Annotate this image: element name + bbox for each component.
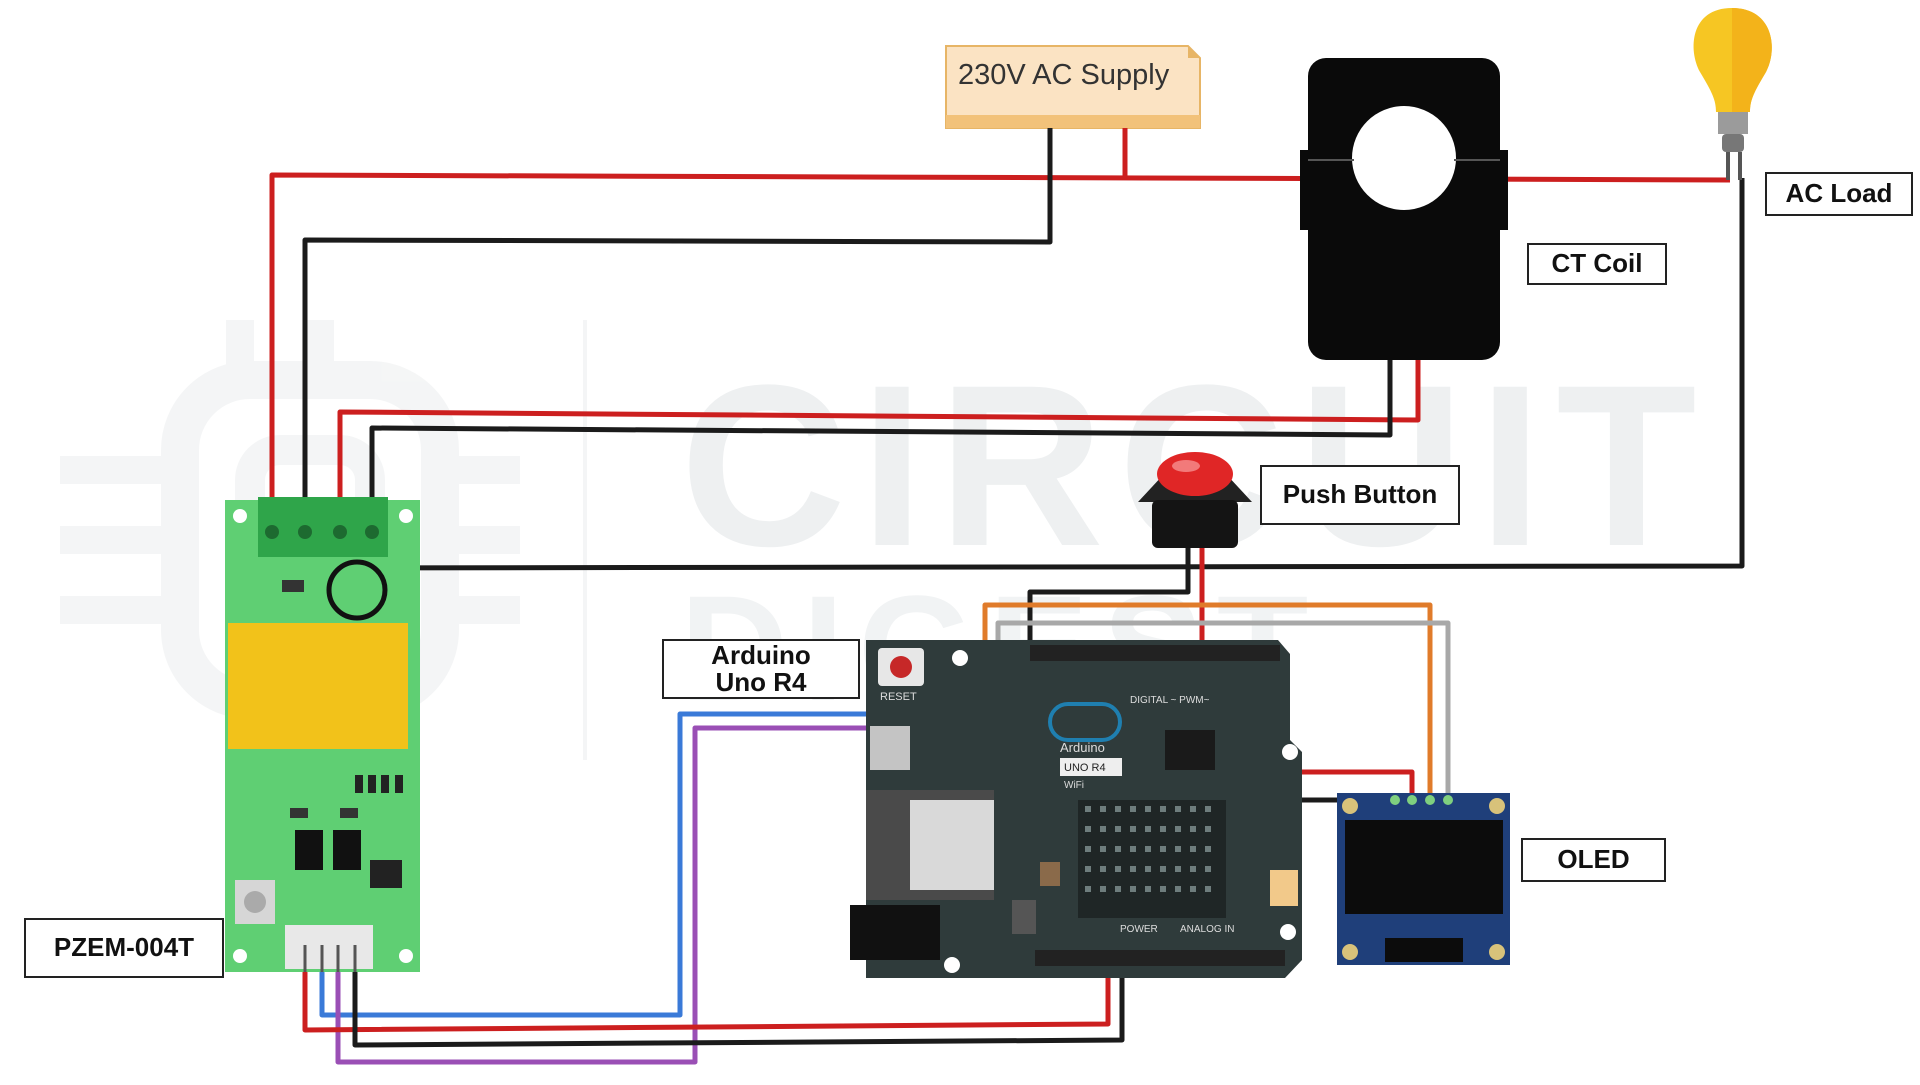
arduino-analog-text: ANALOG IN (1180, 924, 1234, 935)
wire-neutral-ac (302, 128, 1745, 571)
ct-coil-label: CT Coil (1527, 243, 1667, 285)
wires (269, 128, 1745, 1065)
pzem-label: PZEM-004T (24, 918, 224, 978)
wire-pzem-gnd (352, 965, 1125, 1048)
arduino-variant-text: WiFi (1064, 780, 1084, 791)
push-button-icon (1138, 452, 1252, 548)
wire-oled-sda (982, 602, 1433, 800)
arduino-model-text: UNO R4 (1064, 762, 1106, 774)
push-button-label: Push Button (1260, 465, 1460, 525)
arduino-label: Arduino Uno R4 (662, 639, 860, 699)
wire-oled-scl (995, 620, 1451, 800)
wire-ct-red (337, 358, 1421, 537)
bulb-icon (1693, 8, 1772, 180)
arduino-reset-text: RESET (880, 691, 917, 703)
wire-pzem-5v (302, 965, 1111, 1033)
ac-load-label: AC Load (1765, 172, 1913, 216)
arduino-brand-text: Arduino (1060, 740, 1105, 755)
ac-supply-block (945, 45, 1201, 129)
wire-ct-black (369, 358, 1393, 537)
arduino-digital-text: DIGITAL ~ PWM~ (1130, 695, 1210, 706)
oled-label: OLED (1521, 838, 1666, 882)
arduino-board (850, 640, 1302, 978)
pzem-module (225, 497, 420, 972)
arduino-power-text: POWER (1120, 924, 1158, 935)
oled-display-icon (1337, 793, 1510, 965)
ac-supply-label: 230V AC Supply (958, 59, 1170, 91)
ct-coil-icon (1300, 58, 1508, 360)
wire-live-ac (269, 172, 1731, 537)
